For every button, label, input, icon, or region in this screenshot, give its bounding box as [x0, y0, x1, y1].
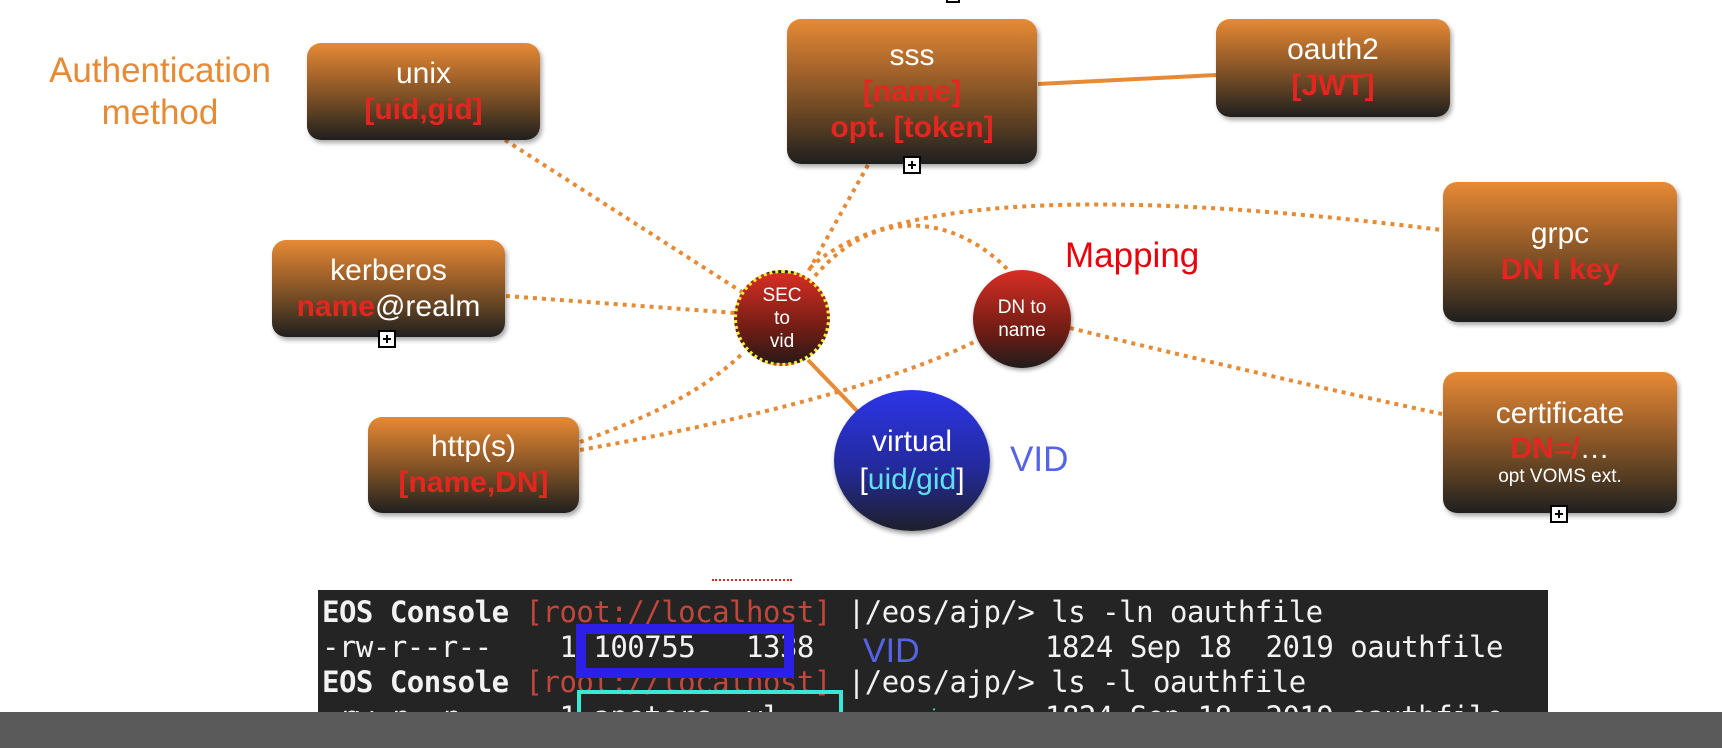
terminal-row-2-right: 1824 Sep 18 2019 oauthfile	[1045, 630, 1503, 664]
node-sss[interactable]: sss [name] opt. [token]	[787, 19, 1037, 164]
file-owner-uid: 100755	[593, 630, 696, 664]
node-grpc-detail: DN I key	[1500, 253, 1620, 286]
node-https-detail: [name,DN]	[398, 466, 549, 499]
sec-line3: vid	[769, 330, 795, 352]
vid-label: VID	[1010, 440, 1069, 479]
virtual-uid-gid: uid/gid	[867, 462, 957, 496]
node-oauth2[interactable]: oauth2 [JWT]	[1216, 19, 1450, 117]
vid-annotation: VID	[863, 632, 920, 670]
terminal-host: [root://localhost]	[525, 595, 832, 629]
node-unix-title: unix	[395, 56, 452, 90]
expand-top-button[interactable]	[946, 0, 960, 3]
file-date: Sep 18 2019	[1129, 630, 1334, 664]
terminal-command: |/eos/ajp/> ls -l oauthfile	[830, 665, 1306, 699]
link-dn-cert	[1069, 326, 1443, 416]
terminal-prompt: EOS Console	[322, 595, 509, 629]
node-sss-detail2: opt. [token]	[830, 110, 994, 144]
expand-kerberos-button[interactable]	[378, 330, 396, 348]
node-kerberos-detail: name@realm	[297, 289, 481, 325]
node-https-title: http(s)	[430, 430, 517, 463]
node-https[interactable]: http(s) [name,DN]	[368, 417, 579, 513]
node-kerberos-detail-realm: @realm	[374, 289, 481, 323]
node-grpc[interactable]: grpc DN I key	[1443, 182, 1677, 322]
node-kerberos-detail-name: name	[296, 289, 375, 323]
node-certificate-detail: DN=/…	[1510, 432, 1609, 467]
file-size: 1824	[1045, 630, 1113, 664]
link-unix-sec	[503, 138, 744, 294]
virtual-line2: [uid/gid]	[859, 461, 964, 499]
auth-label-line2: method	[101, 93, 219, 132]
node-sec-to-vid[interactable]: SEC to vid	[734, 270, 830, 366]
virtual-bracket-close: ]	[956, 462, 965, 496]
link-sec-grpc	[808, 202, 1443, 270]
virtual-line1: virtual	[871, 424, 953, 458]
expand-certificate-button[interactable]	[1550, 505, 1568, 523]
link-sss-oauth2	[1037, 73, 1217, 86]
link-sec-dn	[813, 223, 1010, 278]
file-permissions: -rw-r--r--	[322, 630, 492, 664]
node-certificate-sub: opt VOMS ext.	[1498, 466, 1622, 488]
link-sec-virtual	[806, 358, 862, 416]
file-group-gid: 1338	[746, 630, 814, 664]
link-sss-sec	[806, 164, 870, 273]
node-kerberos[interactable]: kerberos name@realm	[272, 240, 505, 337]
terminal-row-2: -rw-r--r-- 1 100755 1338	[322, 630, 814, 664]
node-oauth2-detail: [JWT]	[1291, 69, 1375, 102]
node-unix-detail: [uid,gid]	[364, 92, 483, 126]
terminal-prompt: EOS Console	[322, 665, 509, 699]
dn-line2: name	[998, 320, 1046, 341]
mapping-label: Mapping	[1065, 236, 1200, 275]
node-certificate-detail-dn: DN=/	[1510, 431, 1580, 465]
file-name: oauthfile	[1350, 630, 1503, 664]
authentication-method-label: Authentication method	[40, 50, 280, 134]
node-oauth2-title: oauth2	[1287, 33, 1379, 66]
terminal-command: |/eos/ajp/> ls -ln oauthfile	[830, 595, 1323, 629]
node-sss-detail: [name]	[862, 74, 962, 108]
sec-line1: SEC	[762, 284, 802, 306]
node-sss-title: sss	[889, 38, 935, 72]
node-certificate[interactable]: certificate DN=/… opt VOMS ext.	[1443, 372, 1677, 513]
virtual-bracket-open: [	[859, 462, 868, 496]
sec-line2: to	[774, 307, 790, 329]
node-kerberos-title: kerberos	[330, 253, 447, 287]
link-https-sec	[579, 350, 746, 444]
node-unix[interactable]: unix [uid,gid]	[307, 43, 540, 140]
vid-highlight-box	[576, 624, 794, 678]
auth-label-line1: Authentication	[49, 51, 271, 90]
node-virtual[interactable]: virtual [uid/gid]	[834, 390, 990, 531]
dn-line1: DN to	[997, 297, 1047, 318]
node-dn-to-name[interactable]: DN to name	[973, 270, 1071, 368]
expand-sss-button[interactable]	[903, 156, 921, 174]
node-certificate-detail-ellipsis: …	[1579, 431, 1610, 465]
file-links: 1	[559, 630, 577, 664]
terminal-row-1: EOS Console [root://localhost] |/eos/ajp…	[322, 595, 1323, 629]
link-kerberos-sec	[505, 294, 737, 315]
decorative-dotted-mark	[712, 579, 792, 581]
bottom-bar	[0, 712, 1722, 748]
node-grpc-title: grpc	[1530, 217, 1590, 250]
node-certificate-title: certificate	[1495, 397, 1625, 431]
